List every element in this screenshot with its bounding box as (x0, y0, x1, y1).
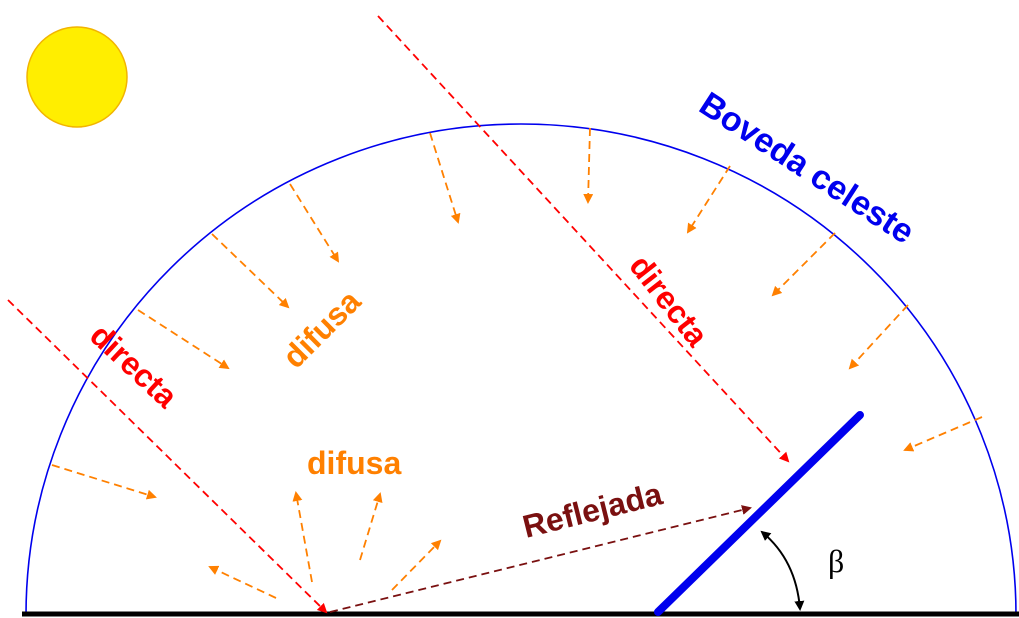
diffuse-ray (391, 539, 442, 591)
tilted-panel (654, 411, 864, 616)
direct-ray-left (7, 299, 328, 614)
reflected-ray (329, 505, 752, 613)
sun-icon (26, 26, 128, 128)
angle-arc (760, 530, 805, 611)
diffuse-ray (771, 232, 836, 297)
direct-label-upper: directa (622, 248, 715, 353)
diffuse-ray (137, 309, 230, 370)
diffuse-sky-rays (51, 127, 983, 500)
angle-label: β (828, 543, 844, 579)
diffuse-label-upper: difusa (275, 283, 367, 375)
reflected-label: Reflejada (519, 475, 666, 544)
diffuse-ray (292, 491, 313, 583)
diffuse-ray (686, 165, 731, 234)
diffuse-ray (848, 304, 909, 370)
diffuse-ray (208, 565, 277, 599)
diffuse-ray (51, 464, 157, 500)
diffuse-ray (429, 132, 461, 224)
diffuse-ray (359, 492, 383, 561)
diffuse-ray (583, 127, 594, 204)
diffuse-label-lower: difusa (307, 445, 401, 481)
diffuse-ground-rays (208, 491, 442, 599)
direct-ray-upper (377, 15, 790, 463)
diffuse-ray (211, 233, 290, 309)
direct-label-left: directa (83, 317, 184, 415)
sky-dome (25, 123, 1017, 616)
diffuse-ray (289, 183, 340, 263)
diffuse-ray (903, 416, 983, 452)
